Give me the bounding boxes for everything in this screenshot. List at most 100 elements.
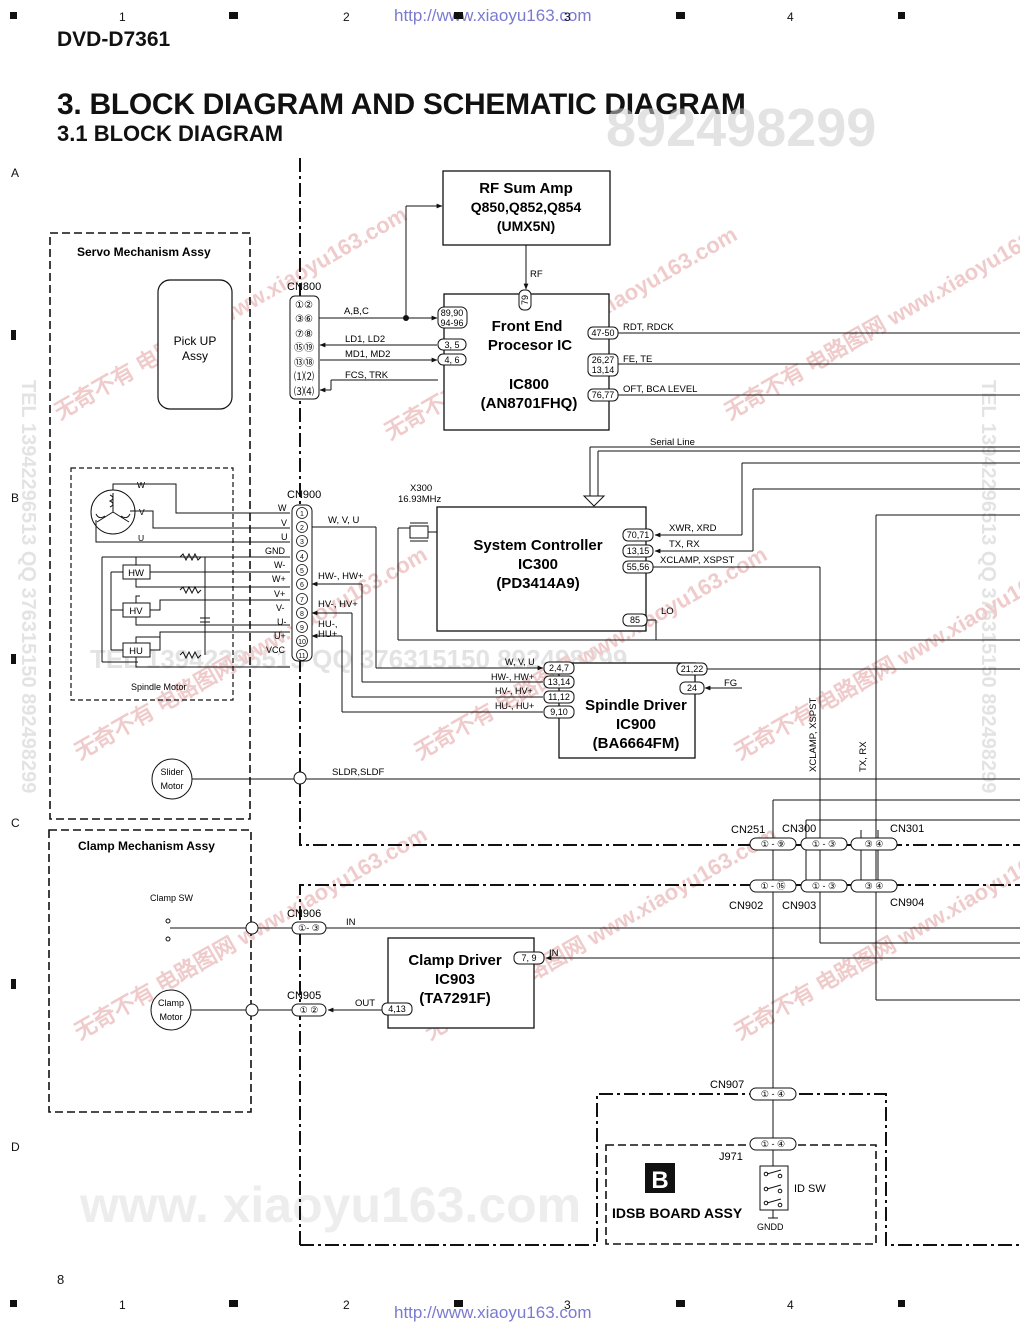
watermark-right: TEL 13942296513 QQ 376315150 892498299 [977, 380, 999, 793]
rf-sum-amp-block [442, 170, 611, 246]
serial-line [582, 446, 1020, 507]
grid-col-4: 4 [787, 10, 794, 24]
system-controller-block [436, 506, 647, 632]
sd-pins [543, 661, 708, 719]
fe-pin-abc-1: 89,90 [441, 308, 464, 318]
assy-boxes [48, 232, 877, 1245]
url-top[interactable]: http://www.xiaoyu163.com [394, 6, 592, 25]
sc-title: System Controller [473, 537, 602, 554]
sig-in-1: IN [346, 917, 356, 928]
sig-sldr: SLDR,SLDF [332, 767, 384, 778]
cn800-pin-4: ⑮⑲ [294, 342, 314, 354]
crystal-freq: 16.93MHz [398, 494, 442, 505]
sc-wiring [397, 462, 1020, 1001]
cn900-lbl-10: U+ [274, 631, 286, 641]
coil-label-u: U [138, 533, 144, 543]
cn903-label: CN903 [782, 900, 816, 912]
sig-xwr: XWR, XRD [669, 523, 717, 534]
sig-serial: Serial Line [650, 437, 695, 448]
watermark-digits: 892498299 [606, 98, 876, 158]
id-switch [759, 1100, 789, 1219]
crystal-name: X300 [410, 483, 432, 494]
cn900-lbl-8: V- [276, 603, 285, 613]
servo-mechanism-box [49, 232, 251, 820]
cn905-pins: ① ② [300, 1005, 319, 1015]
cn900-lbl-6: W+ [272, 574, 286, 584]
spindle-driver-block [558, 662, 696, 759]
cn900-labels: W V U GND W- W+ V+ V- U- U+ VCC [265, 503, 288, 655]
front-end-ic-number: IC800 [509, 376, 549, 393]
idsb-inner-box [605, 1144, 877, 1245]
slider-wiring [192, 771, 1020, 785]
fe-pin-oft: 76,77 [592, 390, 615, 400]
rf-sum-amp-model: (UMX5N) [497, 218, 555, 234]
cd-ic-number: IC903 [435, 971, 475, 988]
rf-sum-amp-title: RF Sum Amp [479, 180, 573, 197]
cn900-lbl-4: GND [265, 546, 286, 556]
sig-hu-in-1: HU-, [318, 619, 338, 630]
grid-col-3: 3 [564, 10, 571, 24]
front-end-ic-block [443, 293, 610, 431]
cd-pin-out: 4,13 [388, 1004, 406, 1014]
servo-assy-label: Servo Mechanism Assy [77, 245, 211, 259]
front-end-ic-model: (AN8701FHQ) [481, 395, 578, 412]
cn900-lbl-2: V [281, 518, 287, 528]
cn900-lbl-11: VCC [266, 645, 286, 655]
grid-col-1-bottom: 1 [119, 1298, 126, 1312]
front-end-outputs [618, 332, 1020, 396]
cn800-pin-6: ⑴⑵ [294, 370, 314, 383]
cn900-lbl-1: W [278, 503, 287, 513]
hall-wiring [110, 552, 290, 668]
sc-ic-model: (PD3414A9) [496, 575, 579, 592]
sig-fg: FG [724, 678, 737, 689]
sd-pin-hw: 13,14 [548, 677, 571, 687]
watermark-url: www. xiaoyu163.com [79, 1177, 581, 1233]
fe-pin-md: 4, 6 [444, 355, 459, 365]
sig-txrx: TX, RX [669, 539, 700, 550]
sig-lo: LO [661, 606, 674, 617]
svg-text:7: 7 [300, 597, 304, 604]
sig-fcs: FCS, TRK [345, 370, 389, 381]
model-number: DVD-D7361 [57, 28, 171, 51]
sig-hw-in: HW-, HW+ [318, 571, 364, 582]
fe-pin-rf: 79 [520, 295, 530, 305]
cn900-lbl-7: V+ [274, 589, 285, 599]
fe-pin-rdck: 47-50 [591, 328, 614, 338]
url-bottom[interactable]: http://www.xiaoyu163.com [394, 1303, 592, 1322]
clamp-motor-label-1: Clamp [158, 998, 184, 1008]
sd-title: Spindle Driver [585, 697, 687, 714]
cn900-wiring [311, 526, 544, 713]
front-end-title-1: Front End [492, 318, 563, 335]
hall-hw: HW [128, 568, 144, 579]
crystal-x300 [409, 522, 437, 542]
clamp-sw-label: Clamp SW [150, 893, 194, 903]
slider-motor-label-2: Motor [160, 781, 183, 791]
cn904-label: CN904 [890, 897, 924, 909]
id-sw-label: ID SW [794, 1183, 826, 1195]
fe-pin-abc-2: 94-96 [440, 318, 463, 328]
sig-abc: A,B,C [344, 306, 369, 317]
coil-label-w: W [137, 480, 145, 490]
sc-pin-xwr: 70,71 [627, 530, 650, 540]
lower-board-boundary [299, 884, 1020, 1245]
front-end-title-2: Procesor IC [488, 337, 572, 354]
sd-ic-number: IC900 [616, 716, 656, 733]
page-title: 3. BLOCK DIAGRAM AND SCHEMATIC DIAGRAM [57, 88, 746, 121]
fe-pin-fete-box [587, 353, 619, 377]
svg-text:① - ④: ① - ④ [761, 1089, 785, 1099]
grid-row-d: D [11, 1140, 20, 1154]
watermark-left: TEL 13942296513 QQ 376315150 892498299 [17, 380, 39, 793]
coil-label-v: V [139, 507, 145, 517]
fe-pin-abc-box [437, 306, 468, 329]
spindle-motor-box [70, 467, 234, 701]
sig-out: OUT [355, 998, 375, 1009]
clamp-switch [165, 918, 1020, 942]
fe-pin-md-box [437, 353, 467, 366]
cn301-label: CN301 [890, 823, 924, 835]
idsb-boundary [300, 1093, 1020, 1246]
sd-pin-2122: 21,22 [681, 664, 704, 674]
sig-oft: OFT, BCA LEVEL [623, 384, 697, 395]
sig-xclamp-vertical: XCLAMP, XSPST [808, 698, 819, 772]
sig-hw-sd: HW-, HW+ [491, 672, 534, 682]
